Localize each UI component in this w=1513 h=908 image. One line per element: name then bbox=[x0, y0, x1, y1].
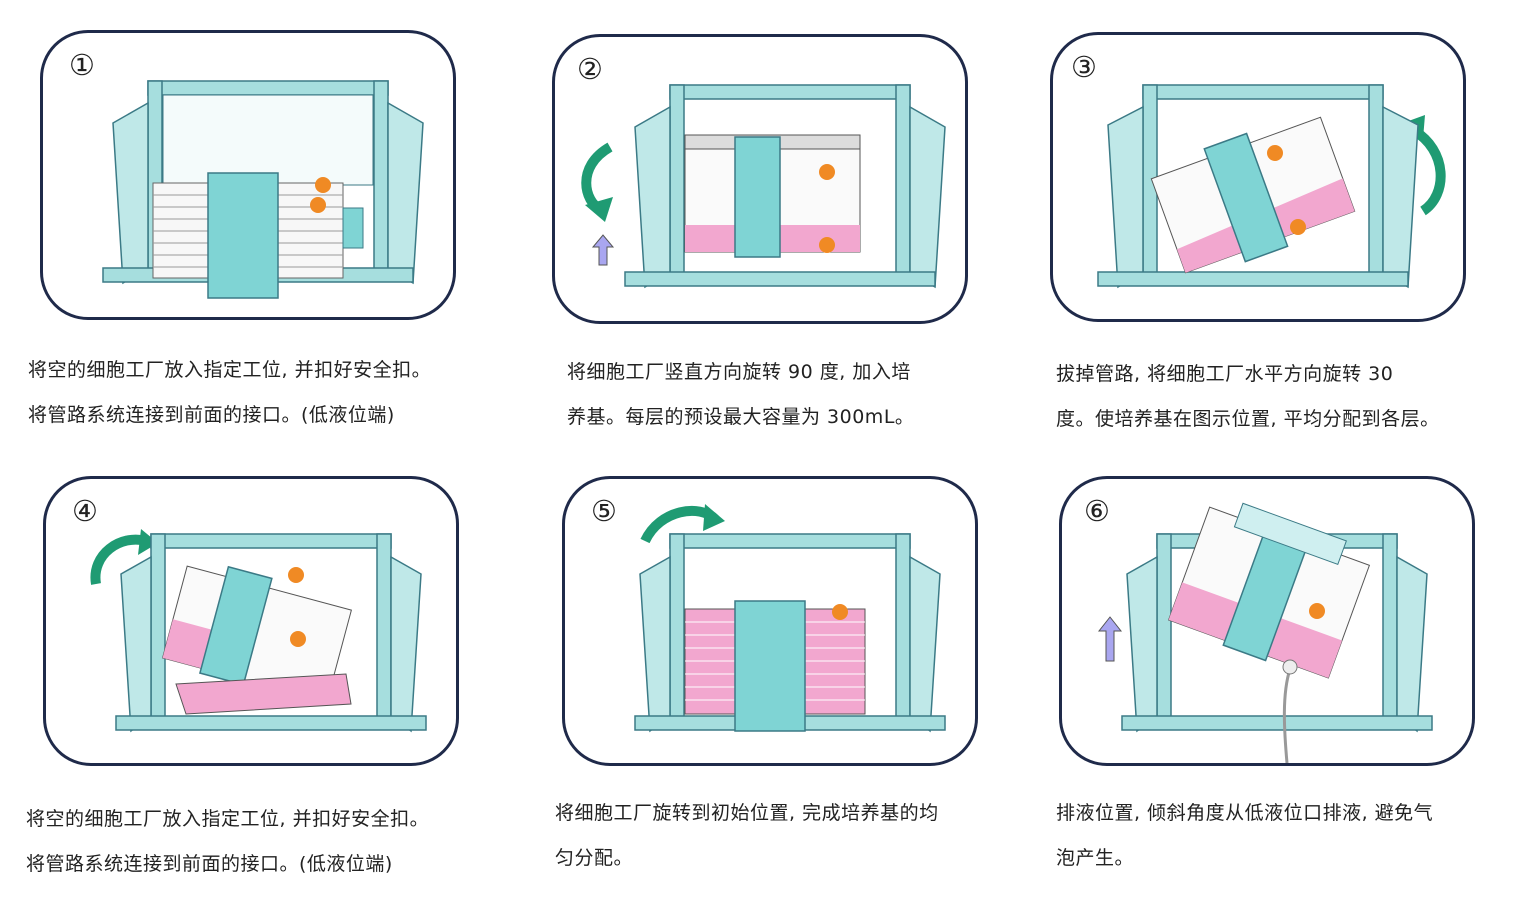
device-illustration-tilt-30 bbox=[1097, 84, 1446, 289]
up-arrow-icon bbox=[1097, 616, 1123, 662]
side-bracket bbox=[342, 207, 364, 249]
step-1-caption: 将空的细胞工厂放入指定工位, 并扣好安全扣。 将管路系统连接到前面的接口。(低液… bbox=[28, 359, 432, 426]
frame-right-arm bbox=[387, 101, 424, 285]
step-3-caption: 拔掉管路, 将细胞工厂水平方向旋转 30 度。使培养基在图示位置, 平均分配到各… bbox=[1056, 363, 1440, 430]
port-cap bbox=[832, 604, 848, 620]
port-cap bbox=[288, 567, 304, 583]
step-5-card: ⑤ bbox=[562, 476, 978, 766]
step-6-card: ⑥ bbox=[1059, 476, 1475, 766]
step-4-card: ④ bbox=[43, 476, 459, 766]
device-illustration-tilt-back bbox=[90, 529, 427, 733]
step-5-caption: 将细胞工厂旋转到初始位置, 完成培养基的均 匀分配。 bbox=[555, 802, 939, 869]
device-illustration-drain bbox=[1097, 502, 1433, 763]
cell-factory-tilted bbox=[161, 565, 352, 703]
front-clamp bbox=[734, 600, 806, 732]
step-2-caption: 将细胞工厂竖直方向旋转 90 度, 加入培 养基。每层的预设最大容量为 300m… bbox=[567, 361, 915, 428]
step-number: ⑥ bbox=[1084, 494, 1110, 528]
port-cap bbox=[1267, 145, 1283, 161]
port-cap bbox=[1309, 603, 1325, 619]
step-number: ⑤ bbox=[591, 494, 617, 528]
step-number: ② bbox=[577, 52, 603, 86]
step-number: ④ bbox=[72, 494, 98, 528]
device-illustration-vertical bbox=[581, 84, 946, 289]
step-1-card: ① bbox=[40, 30, 456, 320]
rotate-cw-arrow-icon bbox=[90, 534, 148, 585]
device-illustration-filled bbox=[634, 504, 946, 733]
cell-factory-tilted bbox=[1150, 116, 1356, 274]
port-cap bbox=[315, 177, 331, 193]
front-clamp bbox=[207, 172, 279, 299]
cell-factory-tilted bbox=[1167, 502, 1371, 679]
step-2-card: ② bbox=[552, 34, 968, 324]
port-cap bbox=[310, 197, 326, 213]
drain-tube bbox=[1282, 668, 1292, 763]
port-cap bbox=[1290, 219, 1306, 235]
frame-right-post bbox=[373, 80, 389, 282]
back-panel bbox=[162, 94, 374, 186]
medium-liquid bbox=[175, 673, 352, 715]
port-cap bbox=[819, 237, 835, 253]
front-clamp bbox=[734, 136, 781, 258]
port-cap bbox=[290, 631, 306, 647]
step-number: ① bbox=[69, 48, 95, 82]
step-3-card: ③ bbox=[1050, 32, 1466, 322]
frame-top-bar bbox=[147, 80, 389, 96]
step-4-caption: 将空的细胞工厂放入指定工位, 并扣好安全扣。 将管路系统连接到前面的接口。(低液… bbox=[26, 808, 430, 875]
port-cap bbox=[819, 164, 835, 180]
step-6-caption: 排液位置, 倾斜角度从低液位口排液, 避免气 泡产生。 bbox=[1056, 802, 1434, 869]
step-number: ③ bbox=[1071, 50, 1097, 84]
up-arrow-icon bbox=[591, 234, 615, 266]
frame-left-arm bbox=[112, 101, 149, 285]
device-illustration-empty bbox=[102, 80, 424, 299]
